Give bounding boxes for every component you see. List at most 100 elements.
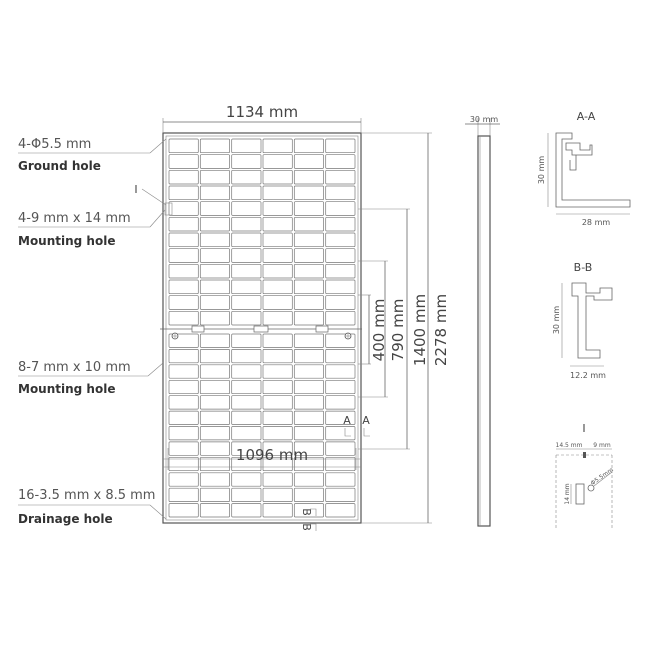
- detail-i: I 14.5 mm 9 mm Φ5.5mm 14 mm: [556, 422, 615, 530]
- solar-cell: [325, 349, 356, 364]
- solar-cell: [168, 248, 199, 263]
- solar-cell: [325, 487, 356, 502]
- solar-cell: [231, 456, 262, 472]
- solar-cell: [231, 349, 262, 364]
- solar-cell: [293, 395, 324, 410]
- solar-cell: [325, 216, 356, 232]
- height-label: 2278 mm: [432, 294, 450, 366]
- junction-box-1: [191, 325, 205, 333]
- solar-cell: [199, 472, 230, 487]
- solar-cell: [199, 410, 230, 425]
- solar-cell: [168, 263, 199, 279]
- solar-cell: [199, 364, 230, 379]
- solar-cell: [325, 472, 356, 487]
- junction-box-2: [253, 325, 269, 333]
- solar-cell: [325, 364, 356, 379]
- solar-cell: [262, 263, 293, 279]
- solar-cell: [262, 379, 293, 395]
- section-b-marker-top: B: [300, 508, 313, 516]
- solar-cell: [293, 185, 324, 201]
- solar-cell: [199, 426, 230, 441]
- width-dimension: 1134 mm: [162, 103, 362, 133]
- junction-box-3: [315, 325, 329, 333]
- callouts: 4-Φ5.5 mm Ground hole 4-9 mm x 14 mm Mou…: [18, 137, 167, 526]
- inner-width-label: 1096 mm: [236, 446, 308, 464]
- solar-cell: [231, 426, 262, 441]
- solar-cell: [231, 395, 262, 410]
- solar-cell: [262, 426, 293, 441]
- solar-cell: [293, 333, 324, 348]
- solar-cell: [168, 487, 199, 502]
- solar-cell: [168, 295, 199, 310]
- solar-cell: [231, 441, 262, 456]
- pitch-1400-label: 1400 mm: [411, 294, 429, 366]
- solar-cell: [199, 310, 230, 326]
- solar-cell: [199, 216, 230, 232]
- section-bb-profile: [571, 282, 613, 359]
- callout-drainage-hole-label: Drainage hole: [18, 512, 113, 526]
- side-view: 30 mm: [465, 115, 500, 527]
- solar-cell: [293, 364, 324, 379]
- solar-cell: [325, 395, 356, 410]
- solar-cell: [199, 201, 230, 216]
- solar-cell: [262, 138, 293, 154]
- solar-cell: [231, 279, 262, 295]
- solar-cell: [168, 216, 199, 232]
- solar-cell: [293, 349, 324, 364]
- solar-cell: [325, 232, 356, 248]
- solar-cell: [262, 310, 293, 326]
- solar-cell: [199, 349, 230, 364]
- solar-cell: [231, 310, 262, 326]
- thickness-label: 30 mm: [470, 115, 499, 124]
- detail-i-hole: [587, 484, 595, 492]
- solar-cell: [262, 364, 293, 379]
- solar-cell: [168, 279, 199, 295]
- callout-mounting-hole-label: Mounting hole: [18, 234, 115, 248]
- side-frame: [477, 135, 491, 527]
- solar-cell: [231, 503, 262, 518]
- solar-cell: [168, 138, 199, 154]
- solar-cell: [293, 232, 324, 248]
- solar-cell: [293, 487, 324, 502]
- solar-cell: [325, 441, 356, 456]
- solar-cell: [199, 379, 230, 395]
- solar-cell: [325, 456, 356, 472]
- callout-mounting-hole-spec: 4-9 mm x 14 mm: [18, 211, 131, 226]
- solar-cell: [293, 472, 324, 487]
- solar-cell: [231, 410, 262, 425]
- solar-cell: [199, 263, 230, 279]
- solar-cell: [325, 138, 356, 154]
- solar-cell: [325, 295, 356, 310]
- panel-frame: [162, 132, 362, 524]
- solar-cell: [231, 333, 262, 348]
- section-a-marker-left: A: [343, 414, 351, 427]
- inner-width-dimension: 1096 mm: [167, 446, 357, 470]
- section-bb-height: 30 mm: [552, 306, 561, 335]
- detail-i-title: I: [582, 422, 585, 435]
- solar-cell: [231, 263, 262, 279]
- solar-cell: [325, 201, 356, 216]
- solar-cell: [199, 248, 230, 263]
- section-markers: A A B B I: [134, 183, 370, 531]
- solar-cell: [199, 138, 230, 154]
- solar-cell: [168, 503, 199, 518]
- solar-cell: [168, 154, 199, 169]
- solar-cell: [231, 138, 262, 154]
- solar-cell: [231, 472, 262, 487]
- solar-cell: [199, 279, 230, 295]
- solar-cell: [231, 169, 262, 185]
- solar-cell: [262, 169, 293, 185]
- solar-cell: [262, 295, 293, 310]
- detail-i-dim-diagonal: Φ5.5mm: [589, 466, 614, 487]
- width-label: 1134 mm: [226, 103, 298, 121]
- solar-cell: [293, 154, 324, 169]
- solar-cell: [262, 410, 293, 425]
- solar-cell: [293, 201, 324, 216]
- solar-cell: [199, 456, 230, 472]
- solar-cell: [168, 185, 199, 201]
- solar-cell: [325, 426, 356, 441]
- section-b-marker-bottom: B: [300, 523, 313, 531]
- callout-ground-hole-label: Ground hole: [18, 159, 101, 173]
- section-bb-title: B-B: [574, 261, 593, 274]
- solar-cell: [168, 441, 199, 456]
